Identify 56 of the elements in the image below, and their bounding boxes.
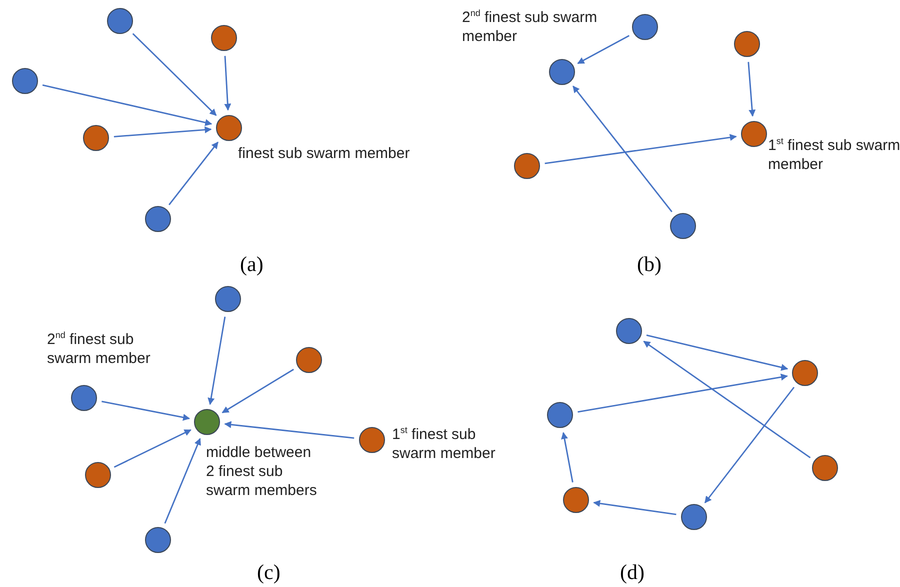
arrow: [748, 62, 756, 117]
circle-node: [194, 409, 220, 435]
panel-label: (d): [620, 560, 644, 585]
circle-node: [85, 462, 111, 488]
arrow: [132, 33, 217, 116]
circle-node: [216, 115, 242, 141]
circle-node: [211, 25, 237, 51]
arrow: [561, 432, 574, 482]
node-caption: finest sub swarm member: [238, 144, 411, 163]
arrow: [578, 374, 788, 413]
arrow: [164, 438, 201, 524]
arrow: [114, 126, 212, 138]
circle-node: [215, 286, 241, 312]
circle-node: [107, 8, 133, 34]
node-caption: 2$^{nd}$ finest sub swarm member: [47, 330, 152, 368]
circle-node: [681, 504, 707, 530]
circle-node: [71, 385, 97, 411]
circle-node: [296, 347, 322, 373]
circle-node: [83, 125, 109, 151]
arrow: [222, 368, 294, 414]
node-caption: 1$^{st}$ finest sub swarm member: [768, 136, 900, 174]
circle-node: [734, 31, 760, 57]
panel-label: (c): [257, 560, 280, 585]
circle-node: [514, 153, 540, 179]
circle-node: [792, 360, 818, 386]
panel-label: (a): [240, 252, 264, 277]
circle-node: [12, 68, 38, 94]
panel-label: (b): [637, 252, 662, 277]
circle-node: [563, 487, 589, 513]
arrow: [544, 134, 737, 164]
arrow: [114, 429, 192, 468]
circle-node: [547, 402, 573, 428]
circle-node: [670, 213, 696, 239]
circle-node: [549, 59, 575, 85]
circle-node: [359, 427, 385, 453]
node-caption: middle between 2 finest sub swarm members: [206, 443, 318, 500]
node-caption: 1$^{st}$ finest sub swarm member: [392, 425, 496, 463]
arrow: [42, 84, 212, 126]
node-caption: 2$^{nd}$ finest sub swarm member: [462, 8, 598, 46]
arrow: [168, 142, 218, 206]
arrow: [572, 86, 672, 212]
circle-node: [616, 318, 642, 344]
arrow: [646, 334, 788, 371]
arrow: [643, 340, 811, 458]
arrow: [224, 56, 232, 111]
circle-node: [741, 121, 767, 147]
arrow: [224, 421, 354, 439]
arrow: [102, 400, 190, 421]
arrow: [577, 34, 630, 64]
circle-node: [812, 455, 838, 481]
arrow: [593, 500, 676, 516]
arrow: [704, 386, 795, 504]
circle-node: [632, 14, 658, 40]
circle-node: [145, 206, 171, 232]
arrow: [208, 316, 226, 405]
circle-node: [145, 527, 171, 553]
